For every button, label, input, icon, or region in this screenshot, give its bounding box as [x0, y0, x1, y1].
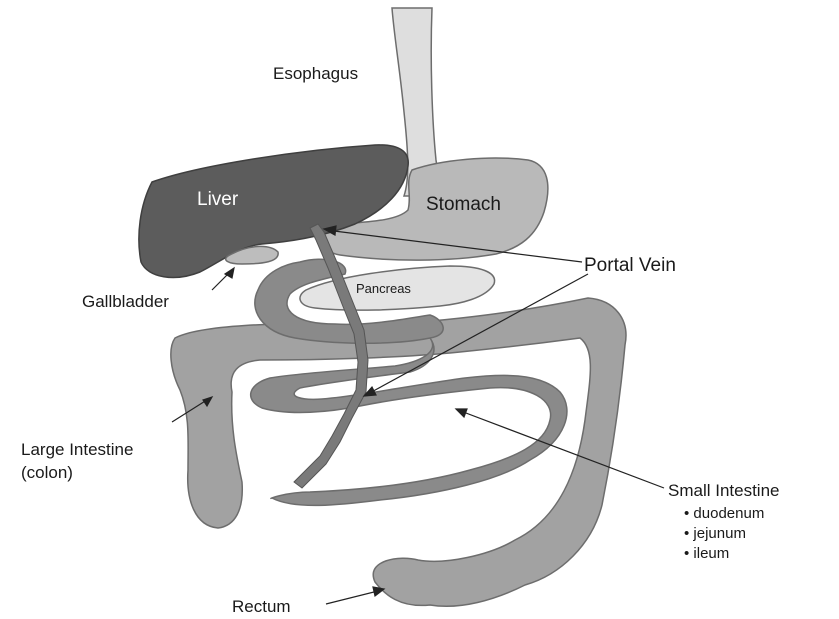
- liver-label: Liver: [197, 189, 239, 210]
- rectum-arrow: [373, 587, 384, 596]
- small-intestine-arrow: [456, 409, 467, 417]
- stomach-label: Stomach: [426, 194, 501, 215]
- small-intestine-part-duodenum: • duodenum: [684, 505, 764, 522]
- large-intestine-label: Large Intestine: [21, 440, 133, 459]
- gallbladder-arrow: [225, 268, 234, 278]
- small-intestine-part-jejunum: • jejunum: [684, 525, 746, 542]
- pancreas-label: Pancreas: [356, 281, 411, 296]
- colon-label: (colon): [21, 463, 73, 482]
- rectum-label: Rectum: [232, 597, 291, 616]
- small-intestine-label: Small Intestine: [668, 481, 780, 500]
- esophagus-label: Esophagus: [273, 64, 358, 83]
- large-intestine-shape: [171, 298, 626, 606]
- portal-vein-label: Portal Vein: [584, 255, 676, 276]
- gallbladder-label: Gallbladder: [82, 292, 169, 311]
- small-intestine-part-ileum: • ileum: [684, 545, 729, 562]
